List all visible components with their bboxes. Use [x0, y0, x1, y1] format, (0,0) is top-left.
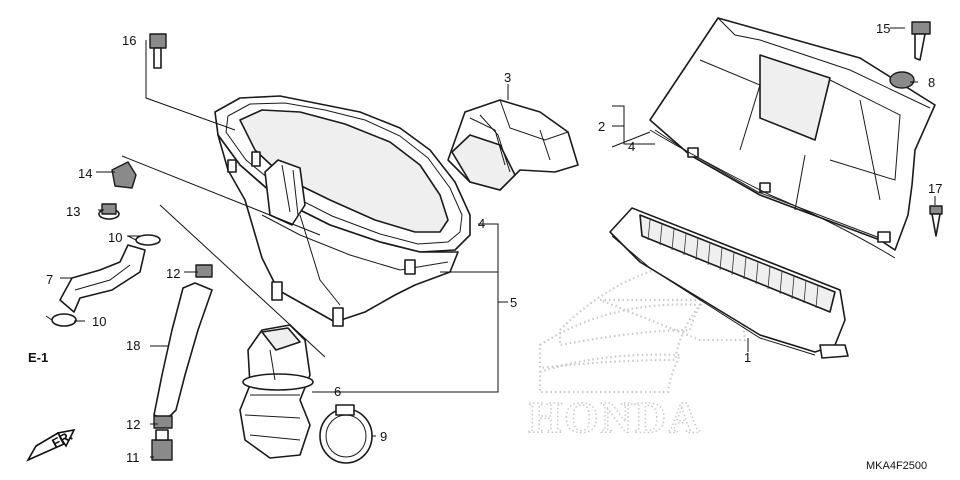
- drain-plug[interactable]: [151, 429, 173, 461]
- callout-12-upper: 12: [166, 266, 180, 281]
- tube-clip-lower[interactable]: [45, 313, 77, 327]
- callout-6: 6: [334, 384, 341, 399]
- screw-17[interactable]: [929, 205, 943, 237]
- callout-14: 14: [78, 166, 92, 181]
- callout-10-upper: 10: [108, 230, 122, 245]
- callout-7: 7: [46, 272, 53, 287]
- callout-18: 18: [126, 338, 140, 353]
- hose-clip-upper[interactable]: [195, 264, 213, 278]
- diagram-code: MKA4F2500: [866, 460, 927, 472]
- connecting-tube[interactable]: [239, 324, 314, 459]
- leader-lines: [60, 27, 936, 458]
- callout-15: 15: [876, 21, 890, 36]
- ref-label-e1: E-1: [28, 350, 48, 365]
- bolt-16[interactable]: [149, 33, 167, 69]
- callout-8: 8: [928, 75, 935, 90]
- callout-9: 9: [380, 429, 387, 444]
- grommet-8[interactable]: [889, 71, 915, 89]
- callout-12-lower: 12: [126, 417, 140, 432]
- callout-4-cover: 4: [628, 139, 635, 154]
- air-cleaner-cover[interactable]: [649, 17, 936, 251]
- watermark-text: HONDA: [528, 393, 702, 442]
- callout-4-case: 4: [478, 216, 485, 231]
- callout-2: 2: [598, 119, 605, 134]
- breather-tube[interactable]: [59, 244, 146, 313]
- air-cleaner-element[interactable]: [609, 207, 849, 359]
- cover-seal-edge: [649, 129, 896, 259]
- callout-16: 16: [122, 33, 136, 48]
- callout-13: 13: [66, 204, 80, 219]
- callout-17: 17: [928, 181, 942, 196]
- callout-5: 5: [510, 295, 517, 310]
- callout-11: 11: [126, 450, 140, 465]
- callout-10-lower: 10: [92, 314, 106, 329]
- bolt-15[interactable]: [911, 21, 931, 61]
- air-cleaner-case[interactable]: [214, 95, 471, 327]
- rubber-mount-14[interactable]: [111, 161, 137, 189]
- hose-clip-lower[interactable]: [153, 415, 173, 429]
- drain-tube[interactable]: [153, 282, 213, 421]
- hose-clamp[interactable]: [319, 404, 373, 464]
- callout-3: 3: [504, 70, 511, 85]
- tube-clip-upper[interactable]: [127, 234, 161, 246]
- callout-1: 1: [744, 350, 751, 365]
- front-direction-arrow-icon: [26, 428, 76, 462]
- honda-wing-watermark: HONDA: [527, 259, 749, 443]
- grommet-13[interactable]: [98, 203, 120, 220]
- intake-duct[interactable]: [447, 99, 579, 191]
